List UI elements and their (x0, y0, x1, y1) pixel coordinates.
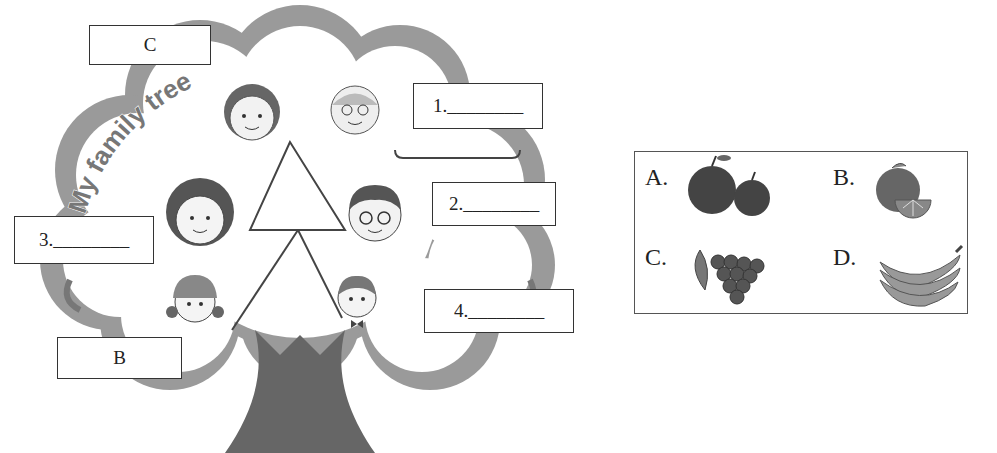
blank-box: 2.________ (432, 182, 556, 226)
blank-box: 4.________ (424, 289, 574, 333)
father-face (349, 185, 401, 241)
apples-picture (688, 155, 770, 216)
tree-title: My family tree (62, 65, 196, 216)
box-text: C (144, 34, 157, 56)
bananas-picture (880, 246, 962, 306)
option-letter: C. (645, 244, 667, 271)
family-lines (232, 142, 345, 330)
tree-trunk (225, 330, 375, 453)
option-letter: A. (645, 164, 668, 191)
box-text: 2.________ (449, 193, 539, 215)
bracket (395, 150, 520, 158)
boy-face (338, 276, 376, 328)
option-letter: B. (833, 164, 855, 191)
option-letter: D. (833, 244, 856, 271)
orange-picture (876, 163, 931, 218)
girl-face (166, 275, 224, 322)
box-text: 3.________ (39, 229, 129, 251)
answer-box: C (89, 25, 211, 65)
box-text: 4.________ (454, 300, 544, 322)
grandma-face (224, 84, 280, 140)
answer-box: B (57, 337, 182, 379)
grapes-picture (695, 250, 764, 304)
option-panel: A. B. C. D. (634, 151, 968, 314)
blank-box: 1.________ (413, 83, 543, 129)
box-text: 1.________ (433, 95, 523, 117)
grandpa-face (331, 86, 379, 134)
blank-box: 3.________ (14, 216, 154, 264)
box-text: B (113, 347, 126, 369)
mother-face (166, 178, 234, 246)
tree-title: My family tree (62, 65, 196, 216)
